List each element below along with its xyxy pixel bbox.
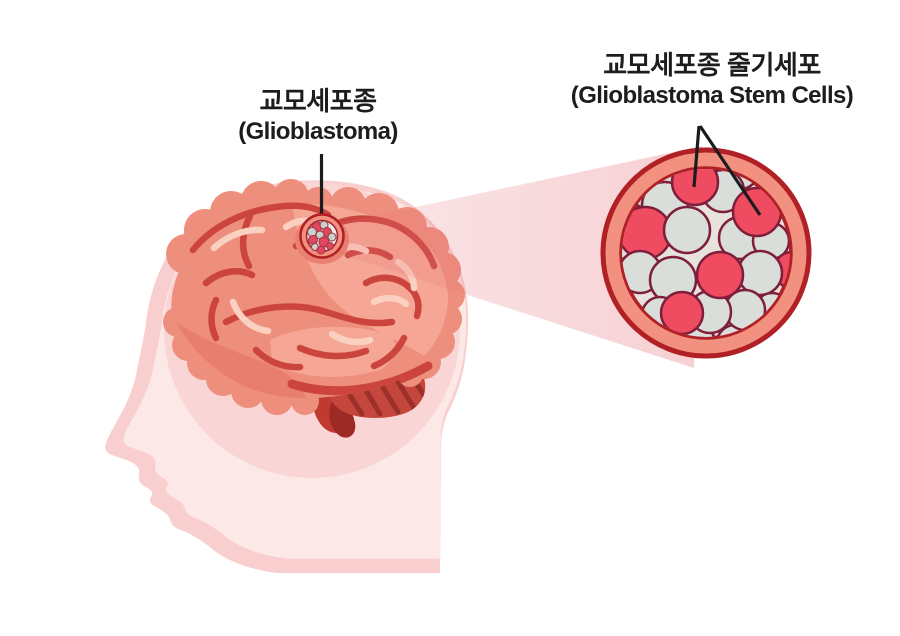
gyrus-line xyxy=(370,334,408,370)
label-stem-cells-english: (Glioblastoma Stem Cells) xyxy=(570,82,854,109)
stem-cell xyxy=(695,250,745,300)
brain-stem-tip xyxy=(329,397,356,438)
label-glioblastoma: 교모세포종 (Glioblastoma) xyxy=(238,86,398,147)
stem-cell-small xyxy=(316,245,326,255)
gyrus-highlight xyxy=(229,298,272,335)
magnifier-beam xyxy=(322,146,702,368)
stem-cell-small xyxy=(308,235,318,245)
tumor-site-marker xyxy=(299,213,345,259)
gyrus-line xyxy=(222,303,396,327)
gyrus-highlight xyxy=(328,330,374,346)
label-stem-cells: 교모세포종 줄기세포 (Glioblastoma Stem Cells) xyxy=(570,50,854,111)
gyrus-line xyxy=(252,346,304,371)
inset-circle xyxy=(600,147,812,359)
label-glioblastoma-korean: 교모세포종 xyxy=(259,86,377,116)
gyrus-line xyxy=(239,212,254,270)
gyrus-highlight xyxy=(370,294,410,308)
gyrus-line xyxy=(208,296,220,342)
label-stem-cells-korean: 교모세포종 줄기세포 xyxy=(603,50,821,80)
label-glioblastoma-english: (Glioblastoma) xyxy=(238,118,398,145)
gyrus-line xyxy=(189,202,332,254)
brain-bottom-shadow xyxy=(287,361,433,396)
tumor-cell xyxy=(662,205,712,255)
gyrus-highlight xyxy=(210,226,266,252)
tumor-cell xyxy=(736,249,784,297)
gyrus-line xyxy=(296,344,370,360)
gyrus-line xyxy=(202,268,256,287)
leader-line-stem-cell-right xyxy=(698,125,762,216)
brain-dark-region xyxy=(176,322,306,398)
stem-cell-small xyxy=(326,242,334,250)
tumor-cell-small xyxy=(327,232,337,242)
leader-line-stem-cell-left xyxy=(692,125,701,188)
leader-lines-stem-cells xyxy=(692,125,762,216)
